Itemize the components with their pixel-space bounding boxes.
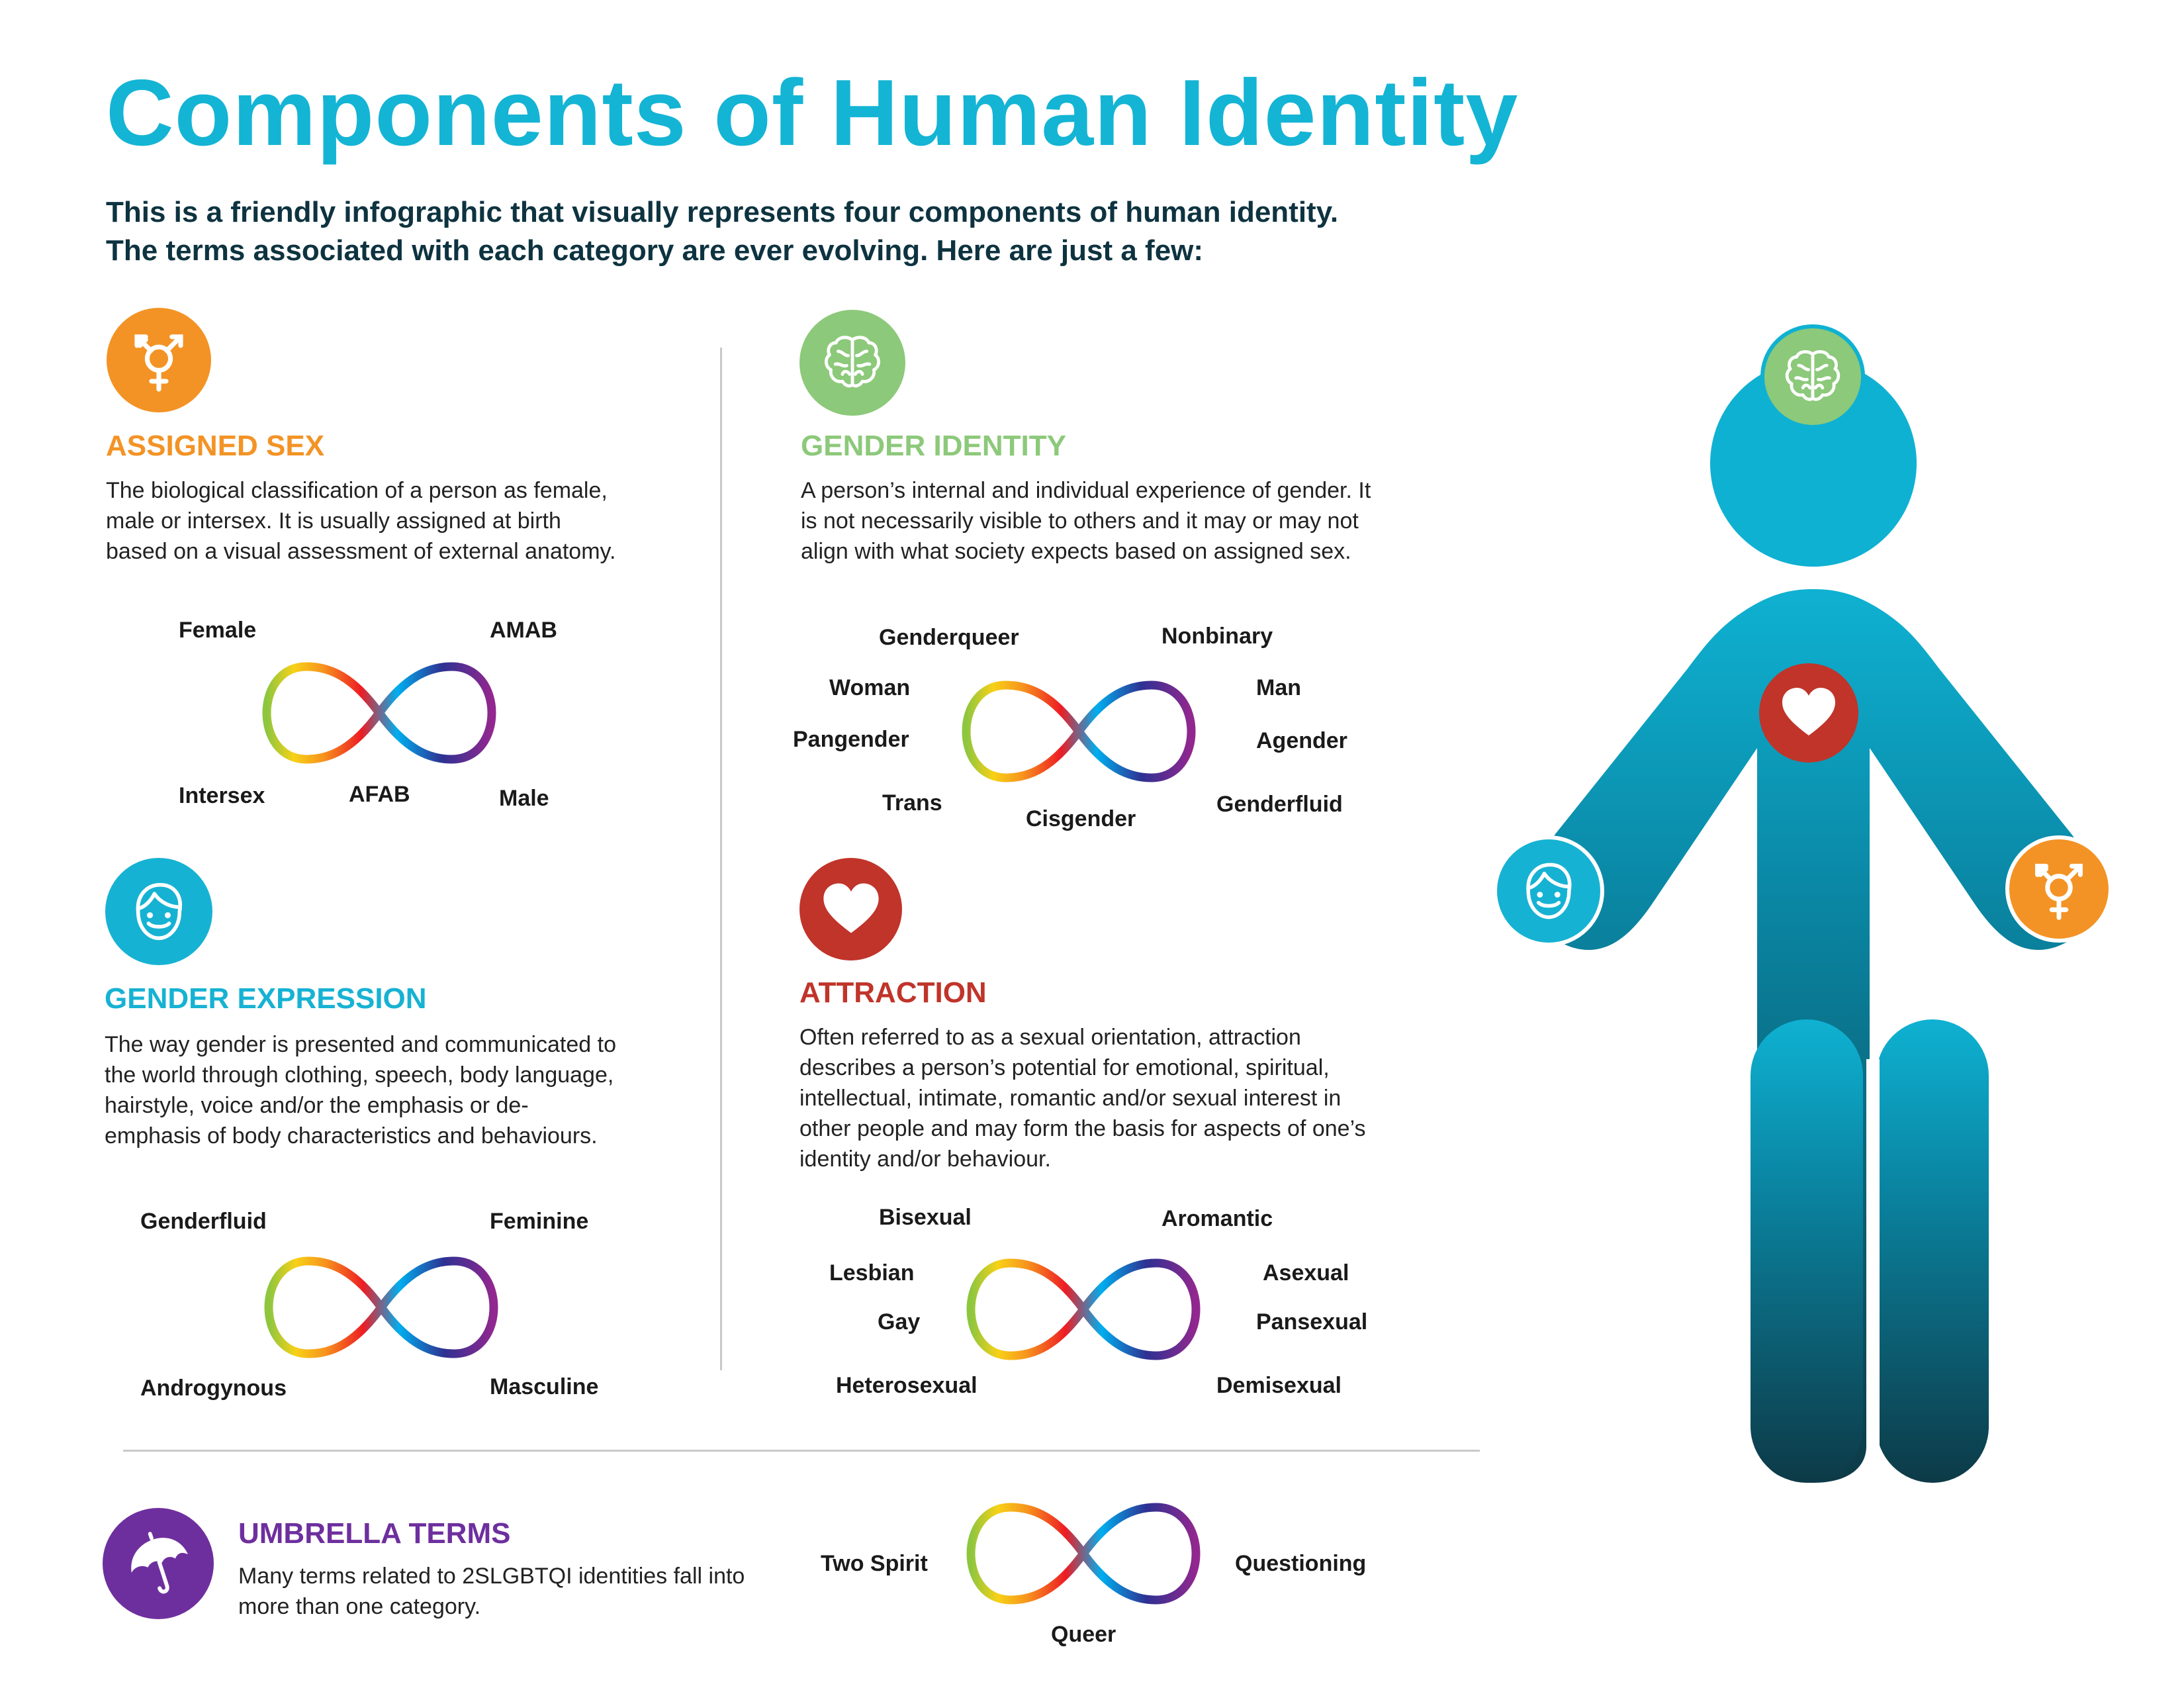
term-trans: Trans [882, 790, 942, 816]
assigned-sex-icon-badge [107, 308, 211, 412]
term-demisexual: Demisexual [1216, 1373, 1342, 1398]
term-female: Female [179, 618, 257, 643]
gender-expression-infinity-symbol [262, 1251, 500, 1364]
subtitle-line-2: The terms associated with each category … [106, 234, 1204, 267]
umbrella-terms-icon-badge [103, 1508, 214, 1619]
term-gay: Gay [878, 1309, 921, 1335]
term-pangender: Pangender [793, 727, 909, 752]
gender-expression-heading: GENDER EXPRESSION [105, 982, 427, 1015]
heart-icon [817, 875, 886, 944]
term-amab: AMAB [490, 618, 557, 643]
term-heterosexual: Heterosexual [836, 1373, 978, 1398]
horizontal-divider [123, 1450, 1480, 1452]
page-title: Components of Human Identity [106, 60, 1519, 165]
transgender-symbol-icon [2023, 853, 2095, 925]
page-subtitle: This is a friendly infographic that visu… [106, 193, 1338, 270]
umbrella-terms-description: Many terms related to 2SLGBTQI identitie… [238, 1564, 745, 1619]
term-man: Man [1256, 675, 1301, 700]
attraction-icon-badge [799, 858, 902, 961]
brain-icon [1778, 342, 1848, 412]
term-two-spirit: Two Spirit [821, 1551, 928, 1576]
figure-chest-badge [1759, 663, 1858, 763]
figure-head [1710, 360, 1917, 567]
figure-left-leg [1751, 1019, 1863, 1483]
term-lesbian: Lesbian [829, 1260, 915, 1286]
term-feminine: Feminine [490, 1209, 589, 1234]
term-bisexual: Bisexual [879, 1205, 972, 1230]
term-woman: Woman [829, 675, 911, 700]
term-afab: AFAB [349, 782, 410, 807]
figure-right-leg [1876, 1019, 1989, 1483]
gender-identity-infinity-symbol [960, 675, 1198, 788]
gender-identity-heading: GENDER IDENTITY [801, 430, 1066, 462]
figure-left-hand-badge [1493, 835, 1604, 947]
umbrella-icon [119, 1524, 197, 1603]
figure-right-hand-badge [2005, 835, 2113, 943]
assigned-sex-heading: ASSIGNED SEX [106, 430, 325, 462]
term-genderqueer: Genderqueer [879, 625, 1019, 650]
term-asexual: Asexual [1263, 1260, 1349, 1286]
term-aromantic: Aromantic [1161, 1206, 1273, 1231]
gender-expression-icon-badge [105, 858, 212, 965]
attraction-heading: ATTRACTION [799, 976, 987, 1009]
term-genderfluid-identity: Genderfluid [1216, 792, 1343, 817]
term-nonbinary: Nonbinary [1161, 624, 1273, 649]
umbrella-infinity-symbol [964, 1497, 1203, 1610]
term-queer: Queer [1051, 1622, 1116, 1647]
term-male: Male [499, 786, 549, 811]
vertical-divider [720, 348, 722, 1370]
subtitle-line-1: This is a friendly infographic that visu… [106, 196, 1339, 228]
term-cisgender: Cisgender [1026, 806, 1136, 831]
attraction-infinity-symbol [964, 1253, 1203, 1366]
gender-identity-description: A person’s internal and individual exper… [801, 478, 1371, 564]
heart-icon [1776, 680, 1842, 746]
brain-icon [817, 327, 888, 399]
face-icon [122, 874, 196, 949]
attraction-description: Often referred to as a sexual orientatio… [799, 1025, 1366, 1172]
figure-head-badge [1760, 324, 1865, 429]
gender-expression-description: The way gender is presented and communic… [105, 1032, 617, 1149]
term-questioning: Questioning [1235, 1551, 1367, 1576]
gender-identity-icon-badge [799, 310, 905, 416]
transgender-symbol-icon [122, 324, 195, 397]
assigned-sex-description: The biological classification of a perso… [106, 478, 616, 564]
term-androgynous: Androgynous [140, 1376, 287, 1401]
assigned-sex-infinity-symbol [260, 657, 498, 769]
figure-leg-gap [1866, 1059, 1880, 1483]
term-intersex: Intersex [179, 783, 265, 808]
term-agender: Agender [1256, 728, 1347, 753]
umbrella-terms-heading: UMBRELLA TERMS [238, 1517, 511, 1550]
term-pansexual: Pansexual [1256, 1309, 1368, 1335]
term-genderfluid: Genderfluid [140, 1209, 267, 1234]
term-masculine: Masculine [490, 1374, 599, 1399]
human-figure [1529, 360, 2098, 1483]
face-icon [1512, 855, 1585, 927]
